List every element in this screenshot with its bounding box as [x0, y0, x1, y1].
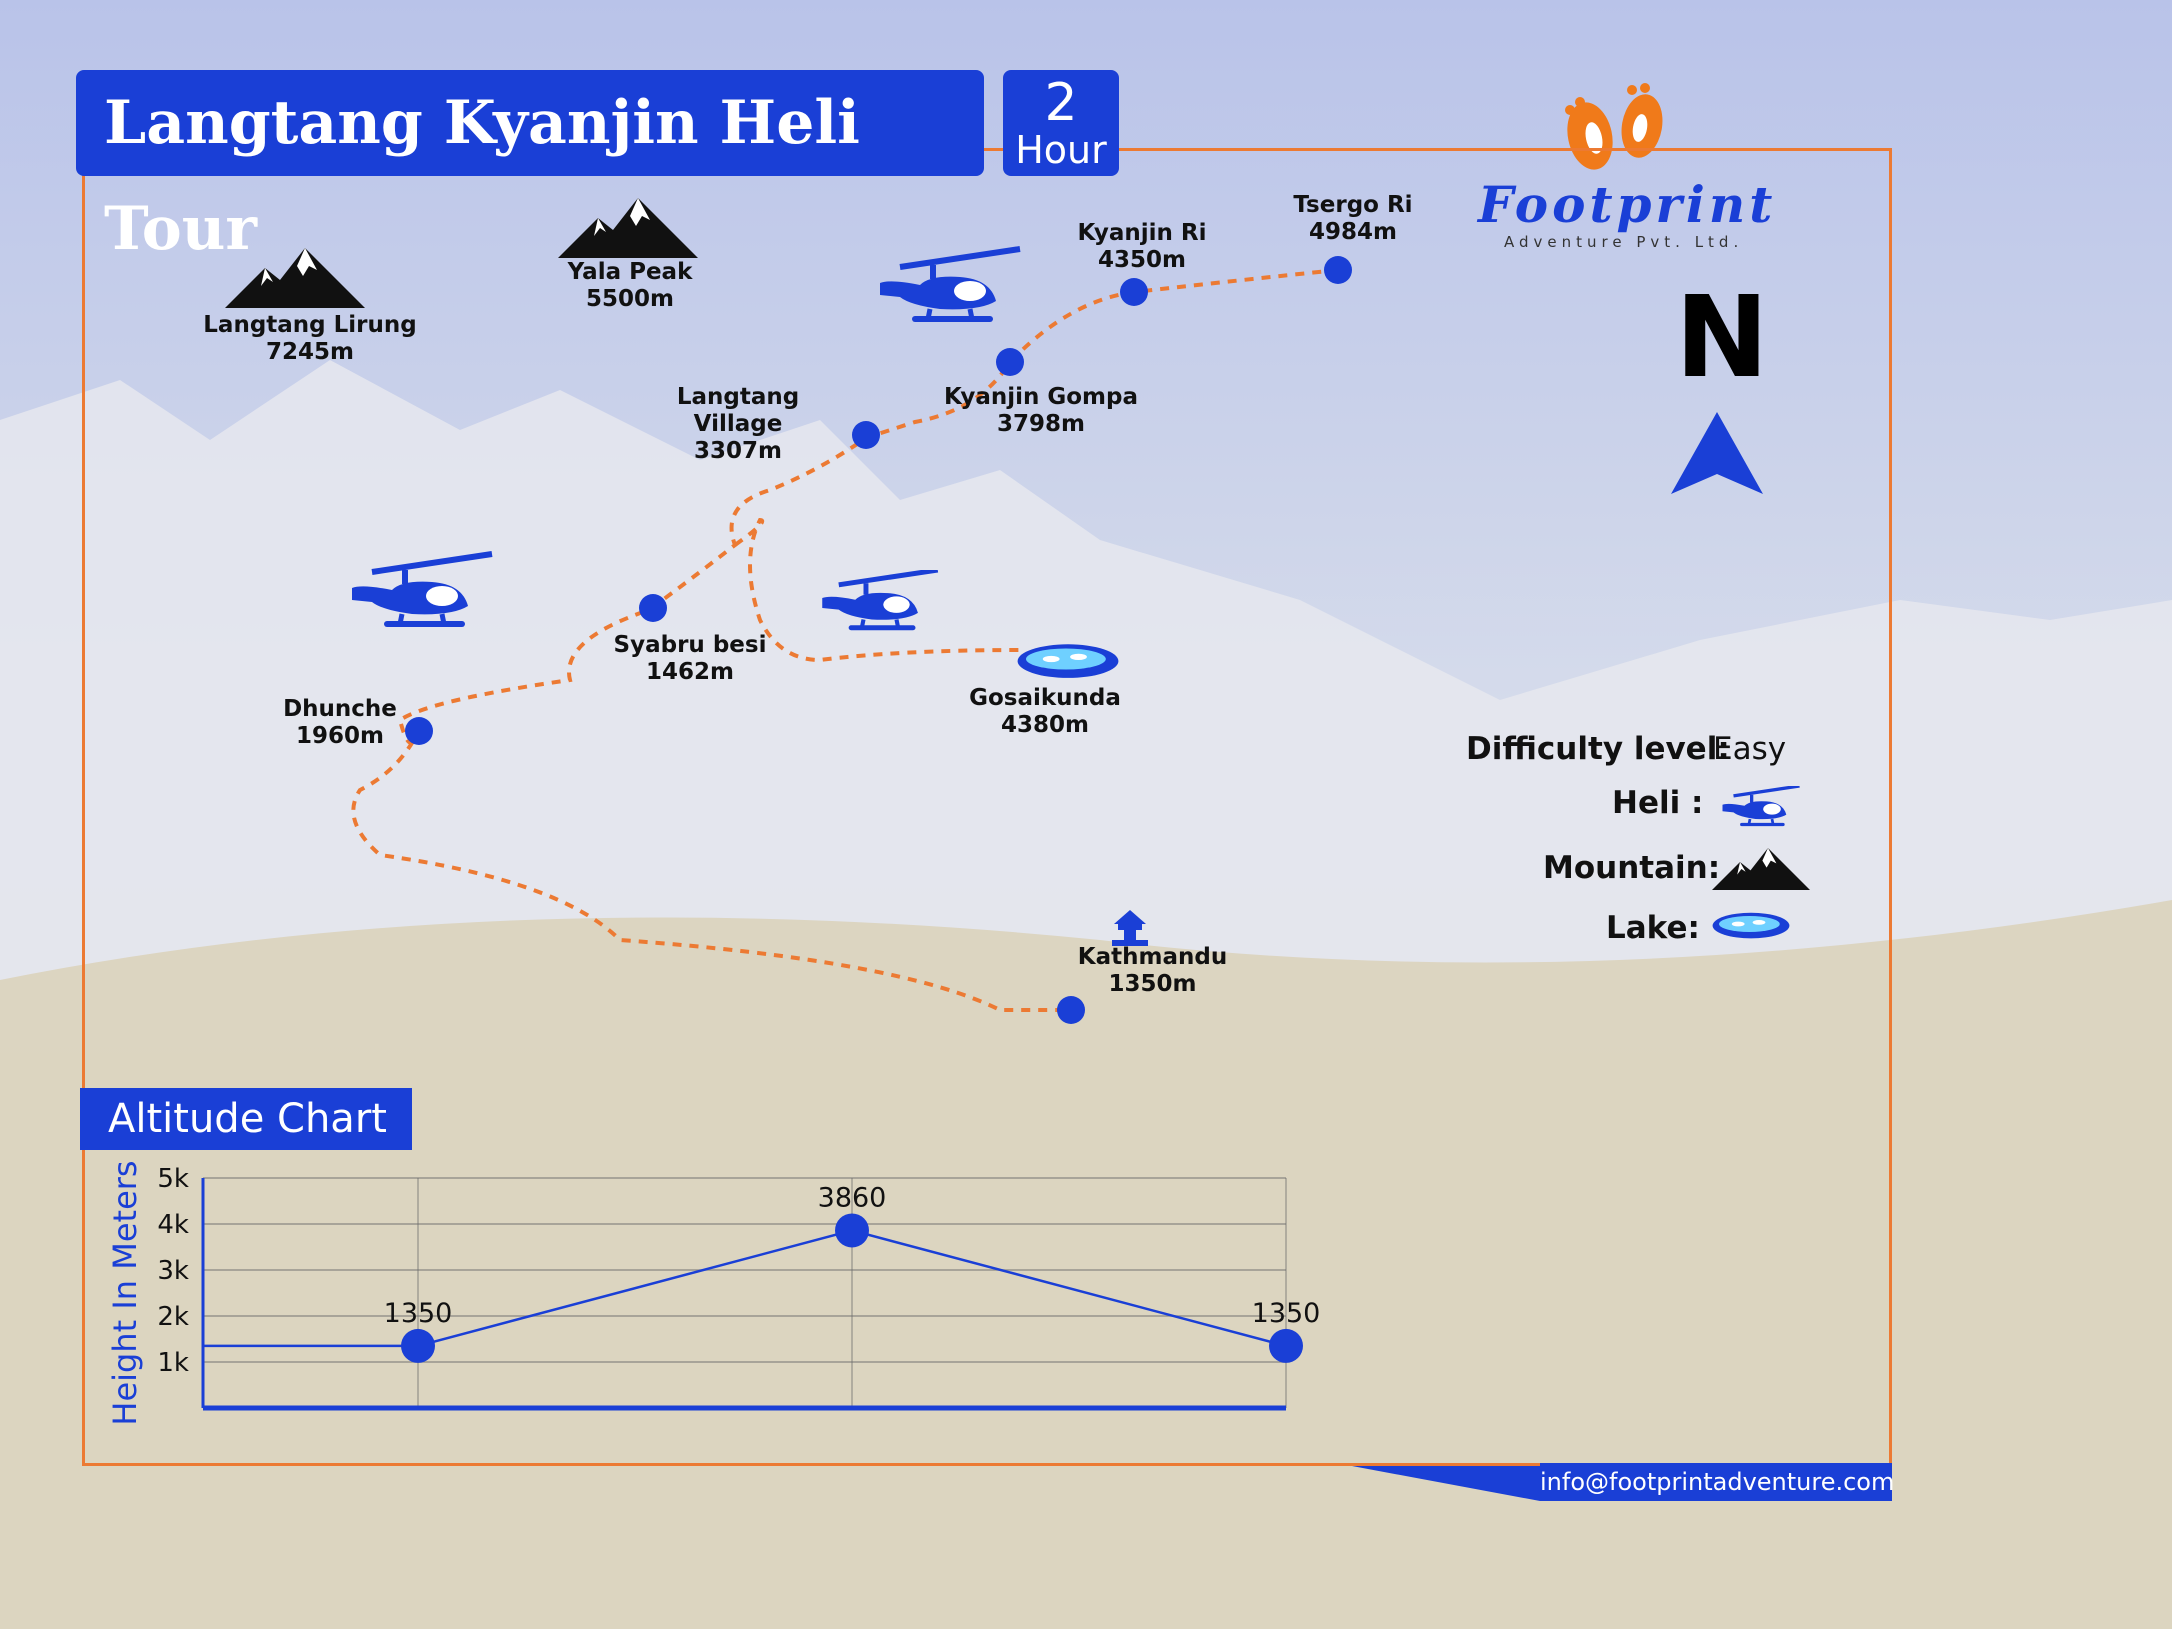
- mountain-label-yala-peak: Yala Peak 5500m: [540, 259, 720, 313]
- contact-email[interactable]: info@footprintadventure.com: [1540, 1463, 1894, 1501]
- tour-title: Langtang Kyanjin Heli Tour: [76, 70, 984, 264]
- chart-data-label: 1350: [1252, 1298, 1321, 1329]
- mountain-name: Langtang Lirung: [203, 312, 417, 338]
- waypoint-kyanjin-gompa: [996, 348, 1024, 376]
- chart-data-label: 3860: [818, 1182, 887, 1213]
- place-altitude: 1960m: [296, 723, 384, 749]
- chart-y-tick-label: 3k: [157, 1256, 189, 1286]
- map-frame: [82, 148, 1892, 1466]
- legend-lake-label: Lake:: [1606, 910, 1700, 946]
- email-banner-tail: [1352, 1466, 1540, 1501]
- mountain-name: Yala Peak: [567, 259, 693, 285]
- legend-mountain-label: Mountain:: [1543, 850, 1721, 886]
- place-name: Langtang Village: [676, 384, 800, 437]
- north-arrow-icon: [1671, 412, 1763, 494]
- chart-data-label: 1350: [384, 1298, 453, 1329]
- place-name: Gosaikunda: [969, 685, 1121, 711]
- chart-data-point: [401, 1328, 435, 1363]
- place-altitude: 1462m: [646, 659, 734, 685]
- chart-data-point: [835, 1213, 869, 1248]
- place-label-kyanjin-gompa: Kyanjin Gompa 3798m: [936, 384, 1146, 438]
- place-altitude: 3798m: [997, 411, 1085, 437]
- place-label-langtang-village: Langtang Village 3307m: [638, 384, 838, 465]
- place-name: Kathmandu: [1077, 944, 1228, 970]
- place-label-kyanjin-ri: Kyanjin Ri 4350m: [1052, 220, 1232, 274]
- waypoint-dhunche: [405, 717, 433, 745]
- place-altitude: 4350m: [1098, 247, 1186, 273]
- waypoint-tsergo-ri: [1324, 256, 1352, 284]
- chart-y-tick-label: 5k: [157, 1164, 189, 1194]
- duration-unit: Hour: [1015, 128, 1107, 172]
- legend-heli-label: Heli :: [1612, 785, 1704, 821]
- chart-y-axis-title: Height In Meters: [106, 1160, 144, 1425]
- place-altitude: 4984m: [1309, 219, 1397, 245]
- place-label-syabru-besi: Syabru besi 1462m: [600, 632, 780, 686]
- chart-data-point: [1269, 1328, 1303, 1363]
- place-label-gosaikunda: Gosaikunda 4380m: [960, 685, 1130, 739]
- duration-badge: 2 Hour: [1003, 70, 1119, 176]
- place-name: Dhunche: [283, 696, 397, 722]
- waypoint-syabru-besi: [639, 594, 667, 622]
- helicopter-route: [351, 268, 1339, 1013]
- place-name: Tsergo Ri: [1293, 192, 1413, 218]
- waypoint-kathmandu: [1057, 996, 1085, 1024]
- place-label-dhunche: Dhunche 1960m: [270, 696, 410, 750]
- place-name: Kyanjin Gompa: [943, 384, 1139, 410]
- place-name: Kyanjin Ri: [1077, 220, 1207, 246]
- ground-backdrop: [0, 900, 2172, 1629]
- kathmandu-stupa-icon: [1112, 910, 1148, 946]
- place-altitude: 4380m: [1001, 712, 1089, 738]
- mountain-altitude: 7245m: [266, 339, 354, 365]
- chart-y-tick-label: 4k: [157, 1210, 189, 1240]
- waypoint-kyanjin-ri: [1120, 278, 1148, 306]
- chart-y-tick-label: 1k: [157, 1348, 189, 1378]
- altitude-chart: 1k 2k 3k 4k 5k Height In Meters 1350 3860 1350: [106, 1160, 1320, 1425]
- gosaikunda-route: [733, 517, 1021, 663]
- place-label-tsergo-ri: Tsergo Ri 4984m: [1268, 192, 1438, 246]
- duration-value: 2: [1044, 73, 1078, 133]
- brand-subtitle: Adventure Pvt. Ltd.: [1504, 233, 1744, 251]
- mountain-label-langtang-lirung: Langtang Lirung 7245m: [196, 312, 424, 366]
- place-label-kathmandu: Kathmandu 1350m: [1065, 944, 1240, 998]
- waypoint-langtang-village: [852, 421, 880, 449]
- legend-difficulty-label: Difficulty level:: [1466, 731, 1730, 767]
- brand-name: Footprint: [1478, 175, 1777, 234]
- compass-north-label: N: [1675, 273, 1769, 403]
- place-altitude: 3307m: [694, 438, 782, 464]
- footprint-logo-icon: [1565, 83, 1663, 170]
- place-altitude: 1350m: [1108, 971, 1197, 997]
- mountain-altitude: 5500m: [586, 286, 674, 312]
- chart-y-tick-label: 2k: [157, 1302, 189, 1332]
- place-name: Syabru besi: [613, 632, 767, 658]
- legend-difficulty-value: Easy: [1713, 731, 1787, 767]
- altitude-chart-title: Altitude Chart: [80, 1088, 412, 1150]
